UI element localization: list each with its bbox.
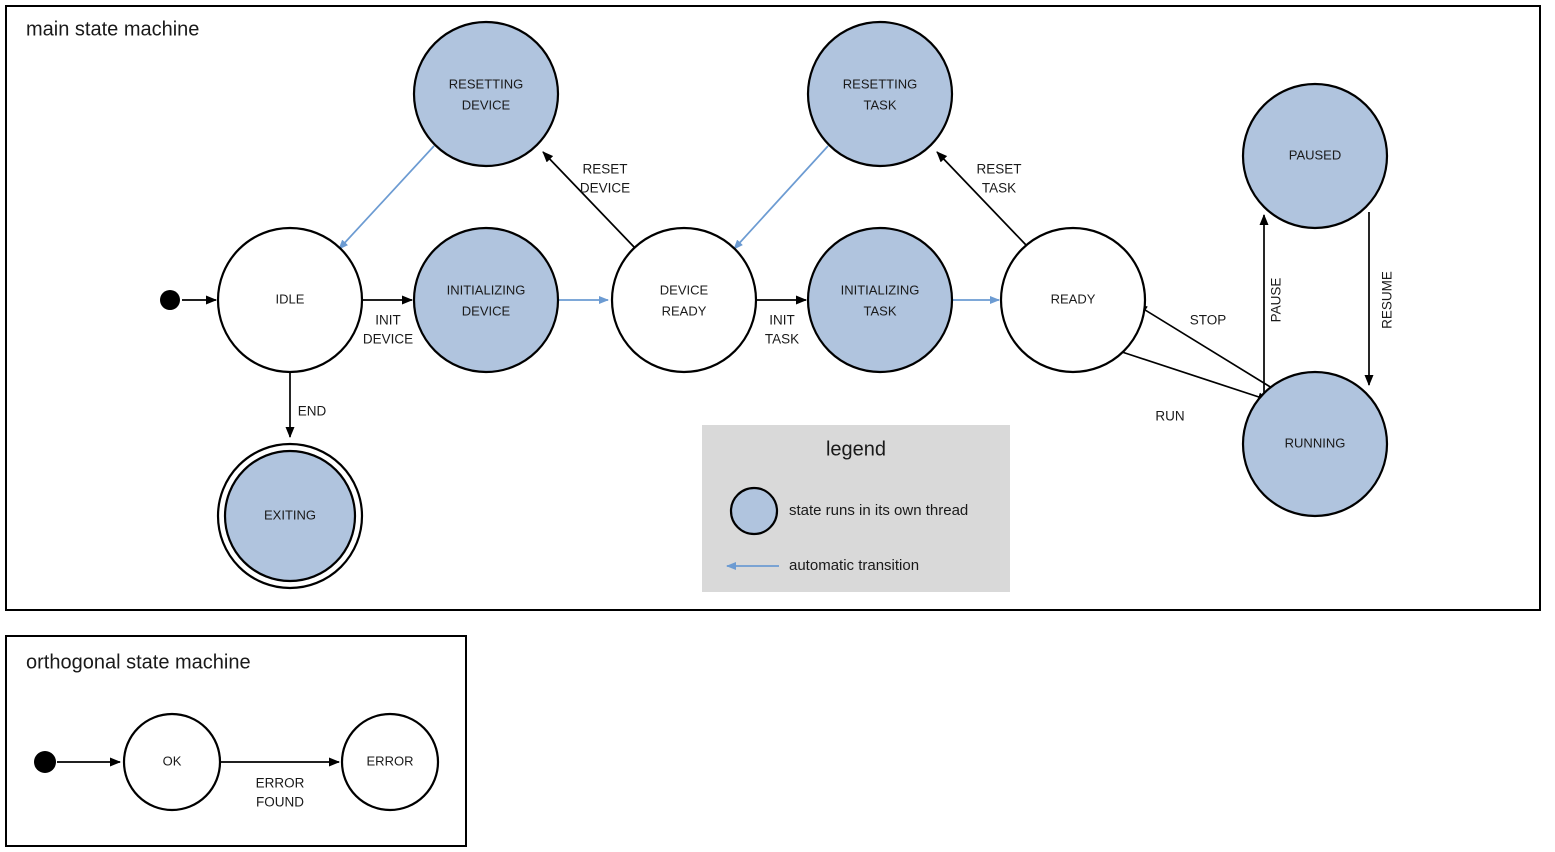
transition-resetting-task-to-device-ready xyxy=(733,145,829,250)
state-resetting-task-label-line1: RESETTING xyxy=(843,76,917,91)
state-idle-circle[interactable] xyxy=(216,226,364,374)
state-resetting-task[interactable]: RESETTING TASK xyxy=(806,20,954,168)
transition-label-init-task-line2: TASK xyxy=(765,332,799,347)
state-initializing-task[interactable]: INITIALIZING TASK xyxy=(806,226,954,374)
state-resetting-device-circle[interactable] xyxy=(412,20,560,168)
transition-label-reset-device-line1: RESET xyxy=(582,162,627,177)
state-initializing-task-label-line1: INITIALIZING xyxy=(841,282,920,297)
transition-resetting-device-to-idle xyxy=(338,145,435,250)
state-ready-label: READY xyxy=(1051,291,1096,306)
state-ok[interactable]: OK xyxy=(122,712,222,812)
state-initializing-device-label-line2: DEVICE xyxy=(462,303,511,318)
state-exiting-outer-ring xyxy=(216,442,364,590)
state-running-label: RUNNING xyxy=(1285,435,1346,450)
state-exiting-circle[interactable] xyxy=(223,449,357,583)
state-error-circle[interactable] xyxy=(340,712,440,812)
orthogonal-transitions: ERROR FOUND xyxy=(57,757,340,810)
transition-label-reset-task-line1: RESET xyxy=(976,162,1021,177)
transition-label-reset-device-line2: DEVICE xyxy=(580,181,630,196)
state-exiting-label: EXITING xyxy=(264,507,316,522)
state-paused-label: PAUSED xyxy=(1289,147,1342,162)
transition-label-resume: RESUME xyxy=(1380,271,1395,329)
legend-entry-thread-label: state runs in its own thread xyxy=(789,502,968,519)
orthogonal-states: OK ERROR xyxy=(34,712,440,812)
transition-running-to-ready xyxy=(1136,304,1273,389)
state-idle[interactable]: IDLE xyxy=(216,226,364,374)
transition-ready-to-resetting-task xyxy=(936,151,1027,246)
initial-state-dot-main xyxy=(160,290,180,310)
state-idle-label: IDLE xyxy=(276,291,305,306)
state-device-ready[interactable]: DEVICE READY xyxy=(610,226,758,374)
transition-label-run: RUN xyxy=(1155,409,1184,424)
state-running[interactable]: RUNNING xyxy=(1241,370,1389,518)
legend-title: legend xyxy=(826,438,886,460)
state-paused[interactable]: PAUSED xyxy=(1241,82,1389,230)
transition-device-ready-to-resetting-device xyxy=(542,151,636,249)
state-initializing-device[interactable]: INITIALIZING DEVICE xyxy=(412,226,560,374)
state-error-label: ERROR xyxy=(367,753,414,768)
legend-entry-auto-label: automatic transition xyxy=(789,557,919,574)
state-running-circle[interactable] xyxy=(1241,370,1389,518)
main-states: IDLE INITIALIZING DEVICE RESETTING DEVIC… xyxy=(160,20,1389,590)
state-initializing-device-label-line1: INITIALIZING xyxy=(447,282,526,297)
state-ready[interactable]: READY xyxy=(999,226,1147,374)
transition-label-init-device-line1: INIT xyxy=(375,313,401,328)
transition-ready-to-running xyxy=(1121,351,1269,402)
state-error[interactable]: ERROR xyxy=(340,712,440,812)
transition-label-stop: STOP xyxy=(1190,313,1227,328)
state-initializing-task-circle[interactable] xyxy=(806,226,954,374)
state-ok-label: OK xyxy=(163,753,182,768)
transition-label-init-device-line2: DEVICE xyxy=(363,332,413,347)
state-resetting-device-label-line1: RESETTING xyxy=(449,76,523,91)
state-resetting-device[interactable]: RESETTING DEVICE xyxy=(412,20,560,168)
transition-label-pause: PAUSE xyxy=(1269,278,1284,323)
transition-label-error-found-line2: FOUND xyxy=(256,795,304,810)
main-frame-title: main state machine xyxy=(26,18,199,40)
state-resetting-device-label-line2: DEVICE xyxy=(462,97,511,112)
state-device-ready-circle[interactable] xyxy=(610,226,758,374)
state-initializing-task-label-line2: TASK xyxy=(864,303,897,318)
transition-label-reset-task-line2: TASK xyxy=(982,181,1016,196)
transition-label-end: END xyxy=(298,404,327,419)
state-ready-circle[interactable] xyxy=(999,226,1147,374)
main-transitions: INIT DEVICE RESET DEVICE INIT TASK RESET… xyxy=(182,145,1395,438)
state-resetting-task-label-line2: TASK xyxy=(864,97,897,112)
state-exiting[interactable]: EXITING xyxy=(216,442,364,590)
transition-label-init-task-line1: INIT xyxy=(769,313,795,328)
transition-label-error-found-line1: ERROR xyxy=(256,776,305,791)
state-paused-circle[interactable] xyxy=(1241,82,1389,230)
state-device-ready-label-line2: READY xyxy=(662,303,707,318)
state-device-ready-label-line1: DEVICE xyxy=(660,282,709,297)
state-initializing-device-circle[interactable] xyxy=(412,226,560,374)
state-resetting-task-circle[interactable] xyxy=(806,20,954,168)
legend: legend state runs in its own thread auto… xyxy=(702,425,1010,592)
state-ok-circle[interactable] xyxy=(122,712,222,812)
orthogonal-frame-title: orthogonal state machine xyxy=(26,651,251,673)
initial-state-dot-orthogonal xyxy=(34,751,56,773)
legend-thread-state-swatch xyxy=(729,486,779,536)
